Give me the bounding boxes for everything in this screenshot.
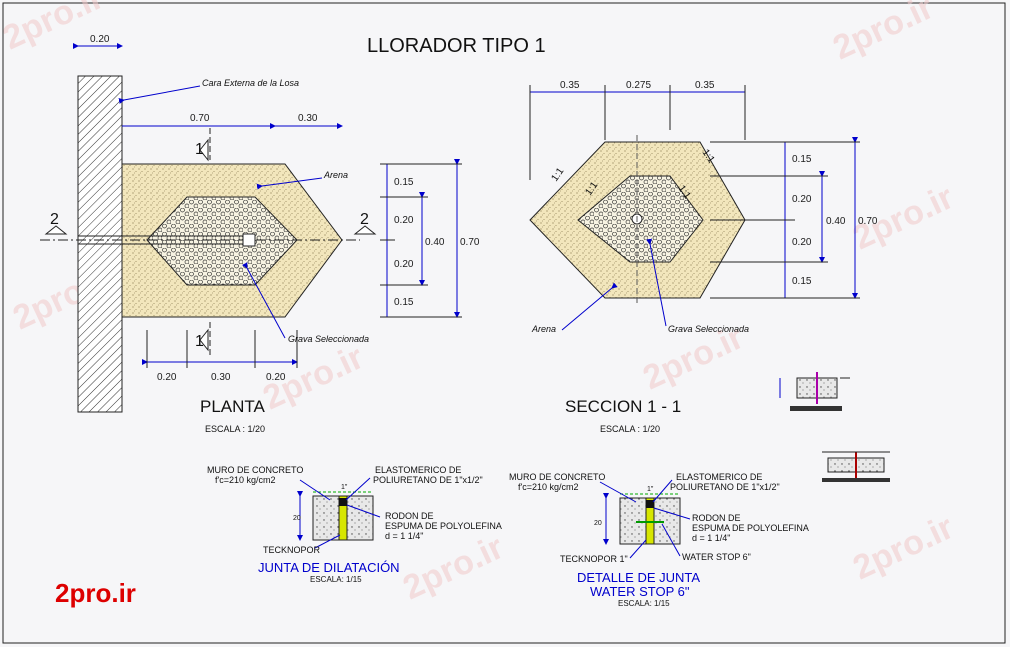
junta2-rodon3: d = 1 1/4" [692,533,730,543]
seccion-dim-top-2: 0.35 [695,80,715,91]
seccion-title: SECCION 1 - 1 [565,397,681,416]
watermark-2: 2pro.ir [827,0,939,67]
label-cara-externa: Cara Externa de la Losa [202,78,299,88]
junta2-scale: ESCALA: 1/15 [618,599,670,608]
junta2-elasto1: ELASTOMERICO DE [676,472,762,482]
planta-dim-right-inner: 0.40 [425,237,445,248]
junta1-dim-top: 1" [341,484,348,491]
junta-waterstop-detail: 20 1" MURO DE CONCRETO f'c=210 kg/cm2 EL… [509,472,809,608]
junta2-tecknopor: TECKNOPOR 1" [560,554,628,564]
junta2-rodon2: ESPUMA DE POLYOLEFINA [692,523,809,533]
planta-dim-right-total: 0.70 [460,237,480,248]
junta2-title-1: DETALLE DE JUNTA [577,570,700,585]
seccion-label-arena: Arena [531,324,556,334]
seccion-view: 0.35 0.275 0.35 0.15 0.20 0.20 0.15 0.40… [529,80,878,434]
svg-text:2: 2 [50,211,59,228]
seccion-dim-right-3: 0.15 [792,276,812,287]
planta-dim-bottom-0: 0.20 [157,372,177,383]
junta1-dim-side: 20 [293,515,301,522]
drawing-title: LLORADOR TIPO 1 [367,35,546,57]
junta2-muro: MURO DE CONCRETO [509,472,605,482]
seccion-dim-right-1: 0.20 [792,194,812,205]
junta2-elasto2: POLIURETANO DE 1"x1/2" [670,482,780,492]
junta2-dim-top: 1" [647,486,654,493]
junta1-tecknopor: TECKNOPOR [263,545,321,555]
section-mark-1-top: 1 [195,138,209,162]
small-detail-2 [822,451,890,482]
svg-text:2: 2 [360,211,369,228]
planta-dim-top-2: 0.30 [298,113,318,124]
planta-scale: ESCALA : 1/20 [205,424,265,434]
planta-label-arena: Arena [323,170,348,180]
planta-title: PLANTA [200,397,266,416]
planta-dim-bottom-2: 0.20 [266,372,286,383]
seccion-dim-top-1: 0.275 [626,80,651,91]
junta1-muro: MURO DE CONCRETO [207,465,303,475]
seccion-dim-right-inner: 0.40 [826,216,846,227]
junta2-title-2: WATER STOP 6" [590,584,690,599]
seccion-scale: ESCALA : 1/20 [600,424,660,434]
watermark-8: 2pro.ir [847,508,959,587]
planta-dim-right-3: 0.15 [394,297,414,308]
planta-dim-top-0: 0.20 [90,34,110,45]
section-mark-2-right: 2 [353,211,377,235]
small-detail-1 [779,372,850,411]
seccion-dim-right-total: 0.70 [858,216,878,227]
svg-text:1: 1 [195,333,204,350]
section-mark-2-left: 2 [44,211,68,235]
junta1-scale: ESCALA: 1/15 [310,575,362,584]
planta-dim-top-1: 0.70 [190,113,210,124]
junta1-title: JUNTA DE DILATACIÓN [258,560,400,575]
seccion-dim-right-2: 0.20 [792,237,812,248]
junta1-rodon2: ESPUMA DE POLYOLEFINA [385,521,502,531]
planta-label-grava: Grava Seleccionada [288,334,369,344]
junta1-fc: f'c=210 kg/cm2 [215,475,276,485]
junta1-rodon3: d = 1 1/4" [385,531,423,541]
seccion-dim-right-0: 0.15 [792,154,812,165]
junta1-elasto1: ELASTOMERICO DE [375,465,461,475]
junta2-rodon1: RODON DE [692,513,741,523]
planta-dim-right-2: 0.20 [394,259,414,270]
junta-dilatacion-detail: 20 1" MURO DE CONCRETO f'c=210 kg/cm2 EL… [207,465,502,584]
svg-text:1: 1 [195,141,204,158]
seccion-label-grava: Grava Seleccionada [668,324,749,334]
section-mark-1-bottom: 1 [195,328,209,352]
watermark-1: 2pro.ir [0,0,109,57]
sheet-border [2,2,1006,644]
seccion-dim-top-0: 0.35 [560,80,580,91]
junta2-dim-side: 20 [594,520,602,527]
junta2-waterstop: WATER STOP 6" [682,552,751,562]
junta1-elasto2: POLIURETANO DE 1"x1/2" [373,475,483,485]
logo-2pro: 2pro.ir [55,578,136,608]
planta-dim-bottom-1: 0.30 [211,372,231,383]
slope-label-1: 1:1 [549,166,566,184]
junta2-fc: f'c=210 kg/cm2 [518,482,579,492]
planta-dim-right-0: 0.15 [394,177,414,188]
planta-view: 0.20 0.70 0.30 0.15 0.20 0.20 0.15 0.40 … [40,34,480,434]
planta-dim-right-1: 0.20 [394,215,414,226]
junta1-rodon1: RODON DE [385,511,434,521]
